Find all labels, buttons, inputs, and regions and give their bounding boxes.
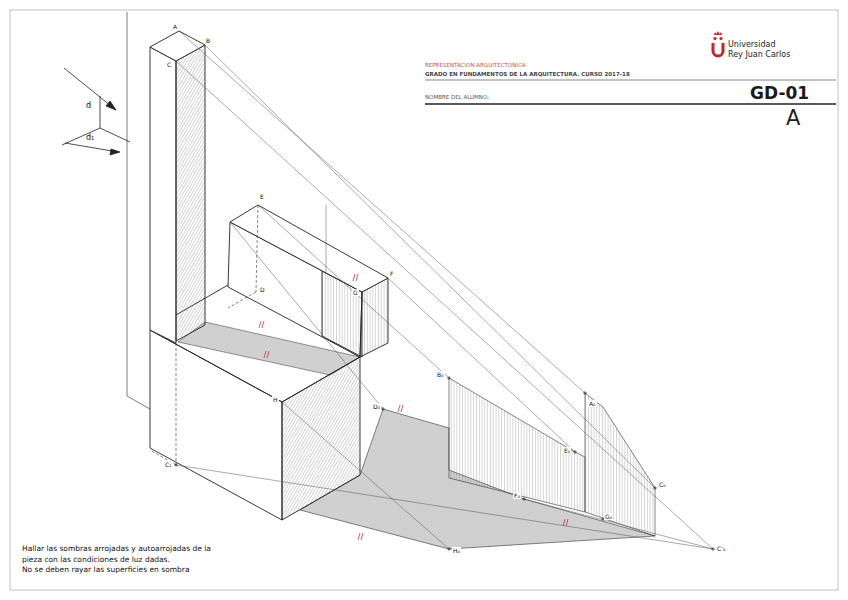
light-direction-label: d₁ — [86, 133, 94, 142]
point-label: A — [172, 24, 178, 31]
piece — [150, 31, 388, 520]
point-label-text: H — [272, 396, 279, 403]
point-label: A₀ — [588, 401, 597, 408]
sheet-variant-text: A — [786, 106, 800, 130]
point-label: D — [259, 287, 266, 294]
point-label: E₀ — [563, 448, 571, 455]
light-rays — [176, 31, 713, 549]
point-label-text: A₀ — [588, 400, 597, 407]
course-name-text: REPRESENTACIÓN ARQUITECTÓNICA — [425, 62, 526, 68]
sheet-code: GD-01 — [750, 84, 809, 104]
student-field: NOMBRE DEL ALUMNO: — [425, 94, 489, 100]
point-label: C₀ — [658, 482, 667, 489]
point-label-text: E — [259, 193, 265, 200]
instructions-text: No se deben rayar las superficies en som… — [22, 565, 189, 574]
point-label: D₀ — [372, 404, 381, 411]
point-label: B — [205, 38, 211, 45]
point-marks — [174, 376, 715, 551]
title-block — [425, 31, 836, 104]
instructions: No se deben rayar las superficies en som… — [22, 566, 189, 575]
sheet-code-text: GD-01 — [750, 83, 809, 103]
university-name: Rey Juan Carlos — [728, 50, 790, 59]
degree-line-text: GRADO EN FUNDAMENTOS DE LA ARQUITECTURA.… — [425, 71, 630, 77]
light-direction — [62, 68, 130, 155]
point-label-text: C₀ — [658, 481, 667, 488]
point-label-text: G₀ — [604, 513, 613, 520]
point-label: H — [272, 397, 279, 404]
point-label-text: C — [166, 61, 172, 68]
point-label: F₀ — [513, 493, 521, 500]
student-field-text: NOMBRE DEL ALUMNO: — [425, 94, 489, 100]
degree-line: GRADO EN FUNDAMENTOS DE LA ARQUITECTURA.… — [425, 71, 630, 77]
point-label: G — [352, 290, 359, 297]
point-label-text: C'₀ — [716, 545, 726, 552]
parallel-marks — [259, 274, 568, 540]
sheet-variant: A — [786, 106, 800, 130]
point-label-text: D — [259, 286, 266, 293]
point-label-text: A — [172, 23, 178, 30]
light-direction-label: d — [86, 101, 91, 110]
sheet-frame — [10, 10, 838, 590]
university-name: Universidad — [728, 40, 776, 49]
point-label-text: B₀ — [436, 371, 445, 378]
point-label-text: D₀ — [372, 403, 381, 410]
point-label: F — [389, 271, 394, 278]
point-label: B₀ — [436, 372, 445, 379]
point-label: E — [259, 194, 265, 201]
point-label-text: F — [389, 270, 394, 277]
point-label: G₀ — [604, 514, 613, 521]
point-label-text: E₀ — [563, 447, 571, 454]
point-label-text: H₀ — [452, 547, 461, 554]
light-direction-label-text: d — [86, 101, 91, 110]
university-logo — [713, 43, 723, 56]
light-direction-label-text: d₁ — [86, 133, 94, 142]
point-label-text: G — [352, 289, 359, 296]
point-label-text: C₁ — [164, 461, 173, 468]
point-label: C'₀ — [716, 546, 726, 553]
instructions-text: Hallar las sombras arrojadas y autoarroj… — [22, 544, 211, 564]
point-label: H₀ — [452, 548, 461, 555]
course-name: REPRESENTACIÓN ARQUITECTÓNICA — [425, 62, 526, 68]
point-label: C — [166, 62, 172, 69]
university-name-text: Rey Juan Carlos — [728, 50, 790, 59]
hidden-edges — [150, 205, 258, 465]
point-label-text: F₀ — [513, 492, 521, 499]
university-name-text: Universidad — [728, 40, 776, 49]
instructions: Hallar las sombras arrojadas y autoarroj… — [22, 543, 222, 565]
room-lines — [127, 12, 150, 409]
point-label-text: B — [205, 37, 211, 44]
point-label: C₁ — [164, 462, 173, 469]
